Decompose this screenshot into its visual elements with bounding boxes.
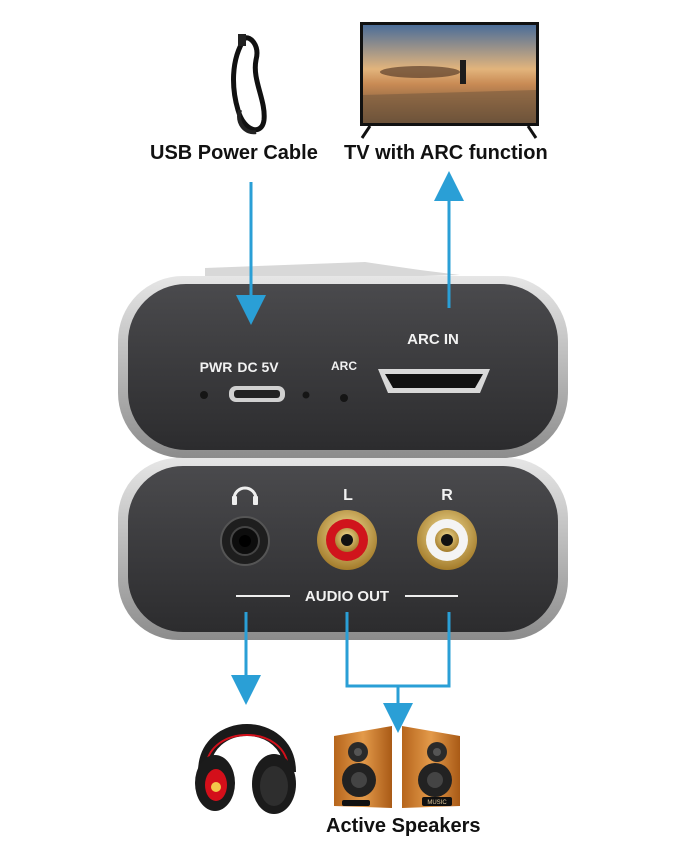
rca-right-jack — [417, 510, 477, 570]
connection-arrows — [231, 171, 464, 733]
headphone-jack — [220, 516, 270, 566]
arc-in-label: ARC IN — [407, 331, 459, 348]
device-front-panel: PWR DC 5V ARC ARC IN — [118, 262, 568, 458]
speaker-badge: MUSIC — [427, 800, 447, 806]
speaker-left — [334, 726, 392, 808]
pwr-led — [200, 391, 208, 399]
speaker-right: MUSIC — [402, 726, 460, 808]
rca-left-jack — [317, 510, 377, 570]
arc-led — [340, 394, 348, 402]
headphone-symbol-icon — [232, 486, 258, 505]
pwr-label: PWR — [200, 359, 233, 375]
speakers-image: MUSIC — [334, 726, 460, 808]
dc5v-label: DC 5V — [237, 359, 279, 375]
tv-arc-label: TV with ARC function — [344, 142, 548, 164]
right-channel-label: R — [441, 487, 453, 504]
tv-image — [360, 22, 539, 139]
audio-out-label: AUDIO OUT — [305, 588, 389, 605]
left-channel-label: L — [343, 487, 353, 504]
led-dot — [302, 391, 310, 399]
arc-label: ARC — [331, 359, 357, 373]
headphones-image — [195, 724, 296, 814]
device-back-panel: L R AUDIO OUT — [118, 458, 568, 640]
usb-cable-image — [231, 34, 267, 135]
active-speakers-label: Active Speakers — [326, 815, 481, 837]
usb-power-cable-label: USB Power Cable — [150, 142, 318, 164]
